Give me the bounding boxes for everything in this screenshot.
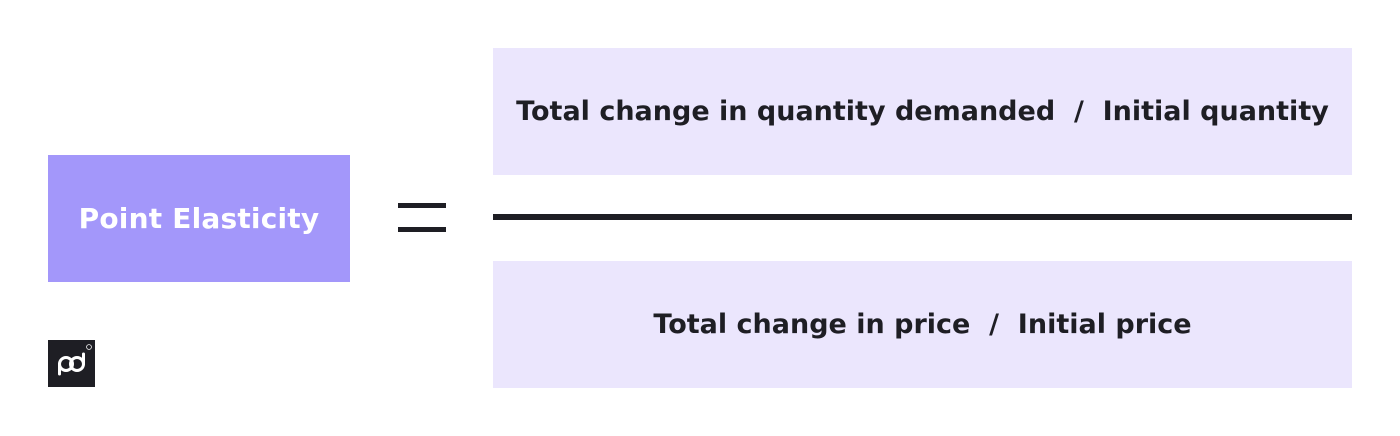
denominator-box: Total change in price / Initial price bbox=[493, 261, 1352, 388]
numerator-text: Total change in quantity demanded / Init… bbox=[516, 96, 1329, 127]
fraction-line bbox=[493, 214, 1352, 220]
denominator-text: Total change in price / Initial price bbox=[653, 309, 1192, 340]
equals-bar-top bbox=[398, 203, 446, 208]
pandadoc-logo-icon bbox=[48, 340, 95, 387]
point-elasticity-box: Point Elasticity bbox=[48, 155, 350, 282]
equals-sign bbox=[398, 203, 446, 233]
numerator-box: Total change in quantity demanded / Init… bbox=[493, 48, 1352, 175]
point-elasticity-label: Point Elasticity bbox=[78, 202, 320, 235]
pd-logo-glyph bbox=[58, 344, 92, 376]
equals-bar-bottom bbox=[398, 227, 446, 232]
